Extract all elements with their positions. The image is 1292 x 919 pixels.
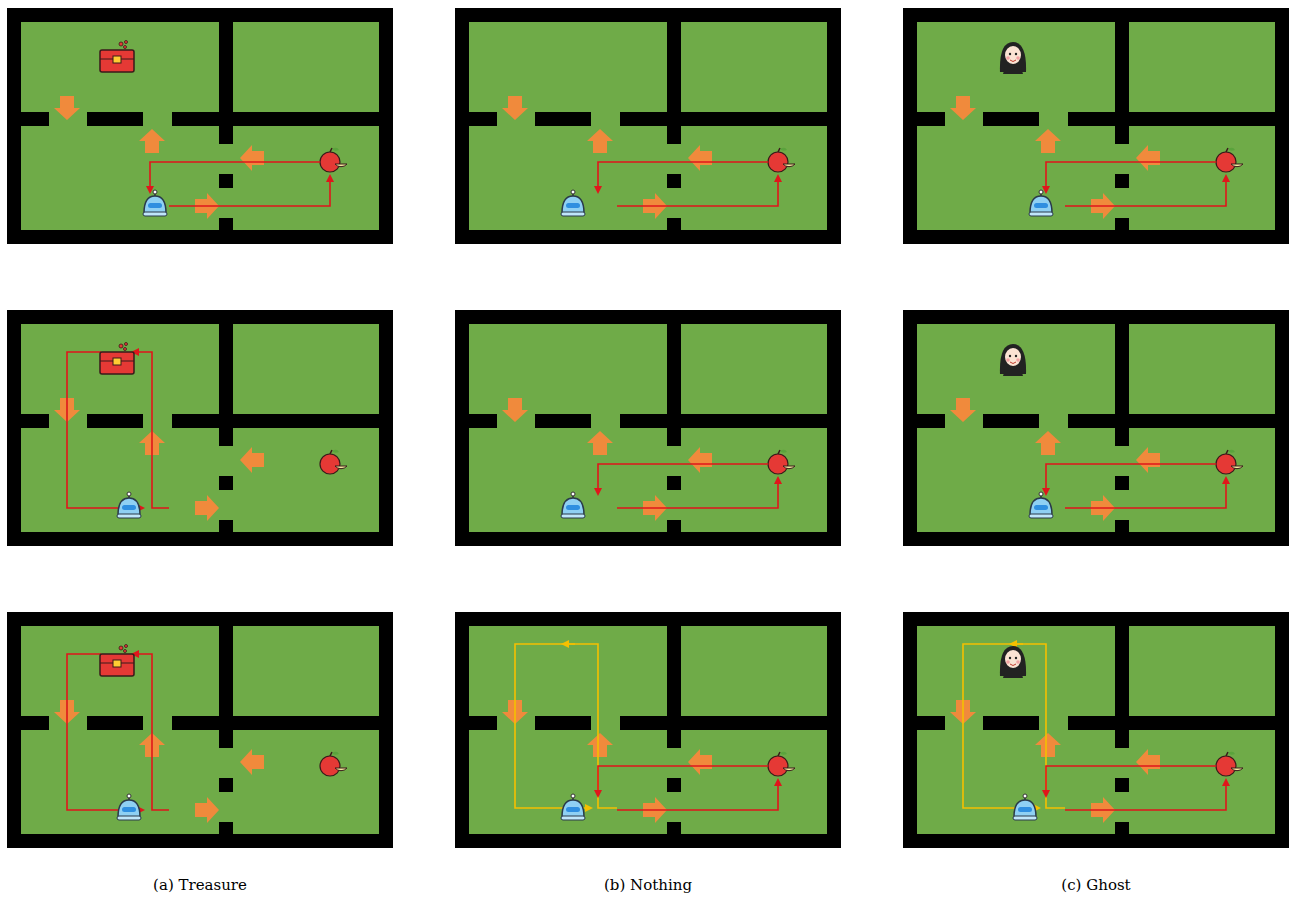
panel-caption: (a) Treasure xyxy=(153,876,247,894)
panel-caption: (b) Nothing xyxy=(604,876,692,894)
panel-caption: (c) Ghost xyxy=(1061,876,1130,894)
